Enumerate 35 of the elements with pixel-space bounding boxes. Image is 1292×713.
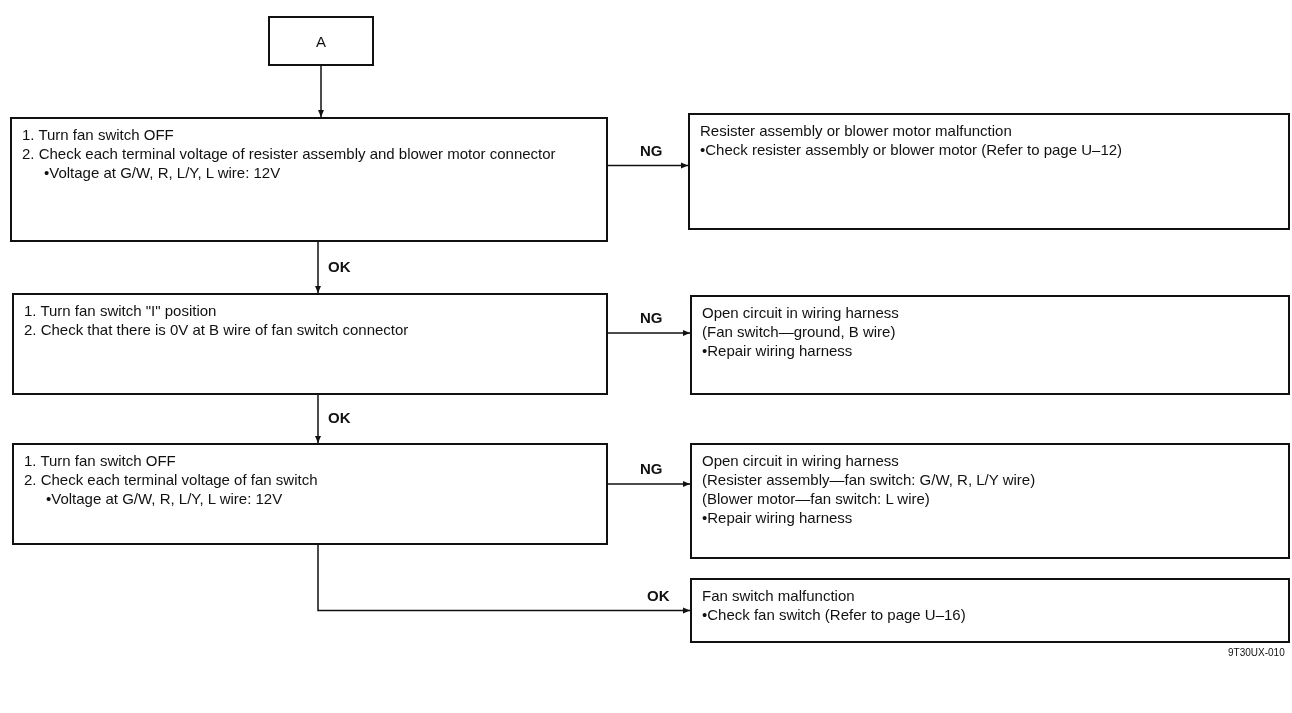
- step-text: •Voltage at G/W, R, L/Y, L wire: 12V: [45, 489, 284, 508]
- step-text: •Check fan switch (Refer to page U–16): [702, 605, 967, 624]
- step-text: •Repair wiring harness: [702, 508, 854, 527]
- step-text: •Voltage at G/W, R, L/Y, L wire: 12V: [43, 163, 282, 182]
- arrow: [318, 65, 324, 118]
- step-text: 1. Turn fan switch OFF: [24, 451, 177, 470]
- step-text: Fan switch malfunction: [702, 586, 856, 605]
- step-text: A: [316, 31, 326, 51]
- step-text: 2. Check each terminal voltage of resister assembly and blower motor connector: [22, 144, 557, 163]
- process-box: [690, 443, 1290, 559]
- step-text: Resister assembly or blower motor malfunction: [700, 121, 1013, 140]
- step-text: 1. Turn fan switch "I" position: [24, 301, 218, 320]
- arrow: [315, 394, 321, 444]
- arrow: [607, 330, 691, 336]
- step-text: (Blower motor—fan switch: L wire): [702, 489, 931, 508]
- arrow: [607, 481, 691, 487]
- process-box: [10, 117, 608, 242]
- arrow: [315, 241, 321, 294]
- step-text: •Repair wiring harness: [702, 341, 854, 360]
- step-text: Open circuit in wiring harness: [702, 303, 900, 322]
- step-text: Open circuit in wiring harness: [702, 451, 900, 470]
- process-box: [12, 293, 608, 395]
- start-box: [268, 16, 374, 66]
- process-box: [690, 578, 1290, 643]
- process-box: [690, 295, 1290, 395]
- process-box: [688, 113, 1290, 230]
- step-text: (Fan switch—ground, B wire): [702, 322, 897, 341]
- step-text: 2. Check that there is 0V at B wire of fan switch connector: [24, 320, 410, 339]
- arrow: [317, 544, 691, 614]
- step-text: 2. Check each terminal voltage of fan switch: [24, 470, 319, 489]
- step-text: •Check resister assembly or blower motor (Refer to page U–12): [700, 140, 1124, 159]
- step-text: 1. Turn fan switch OFF: [22, 125, 175, 144]
- process-box: [12, 443, 608, 545]
- arrow: [607, 162, 689, 169]
- step-text: (Resister assembly—fan switch: G/W, R, L/Y wire): [702, 470, 1037, 489]
